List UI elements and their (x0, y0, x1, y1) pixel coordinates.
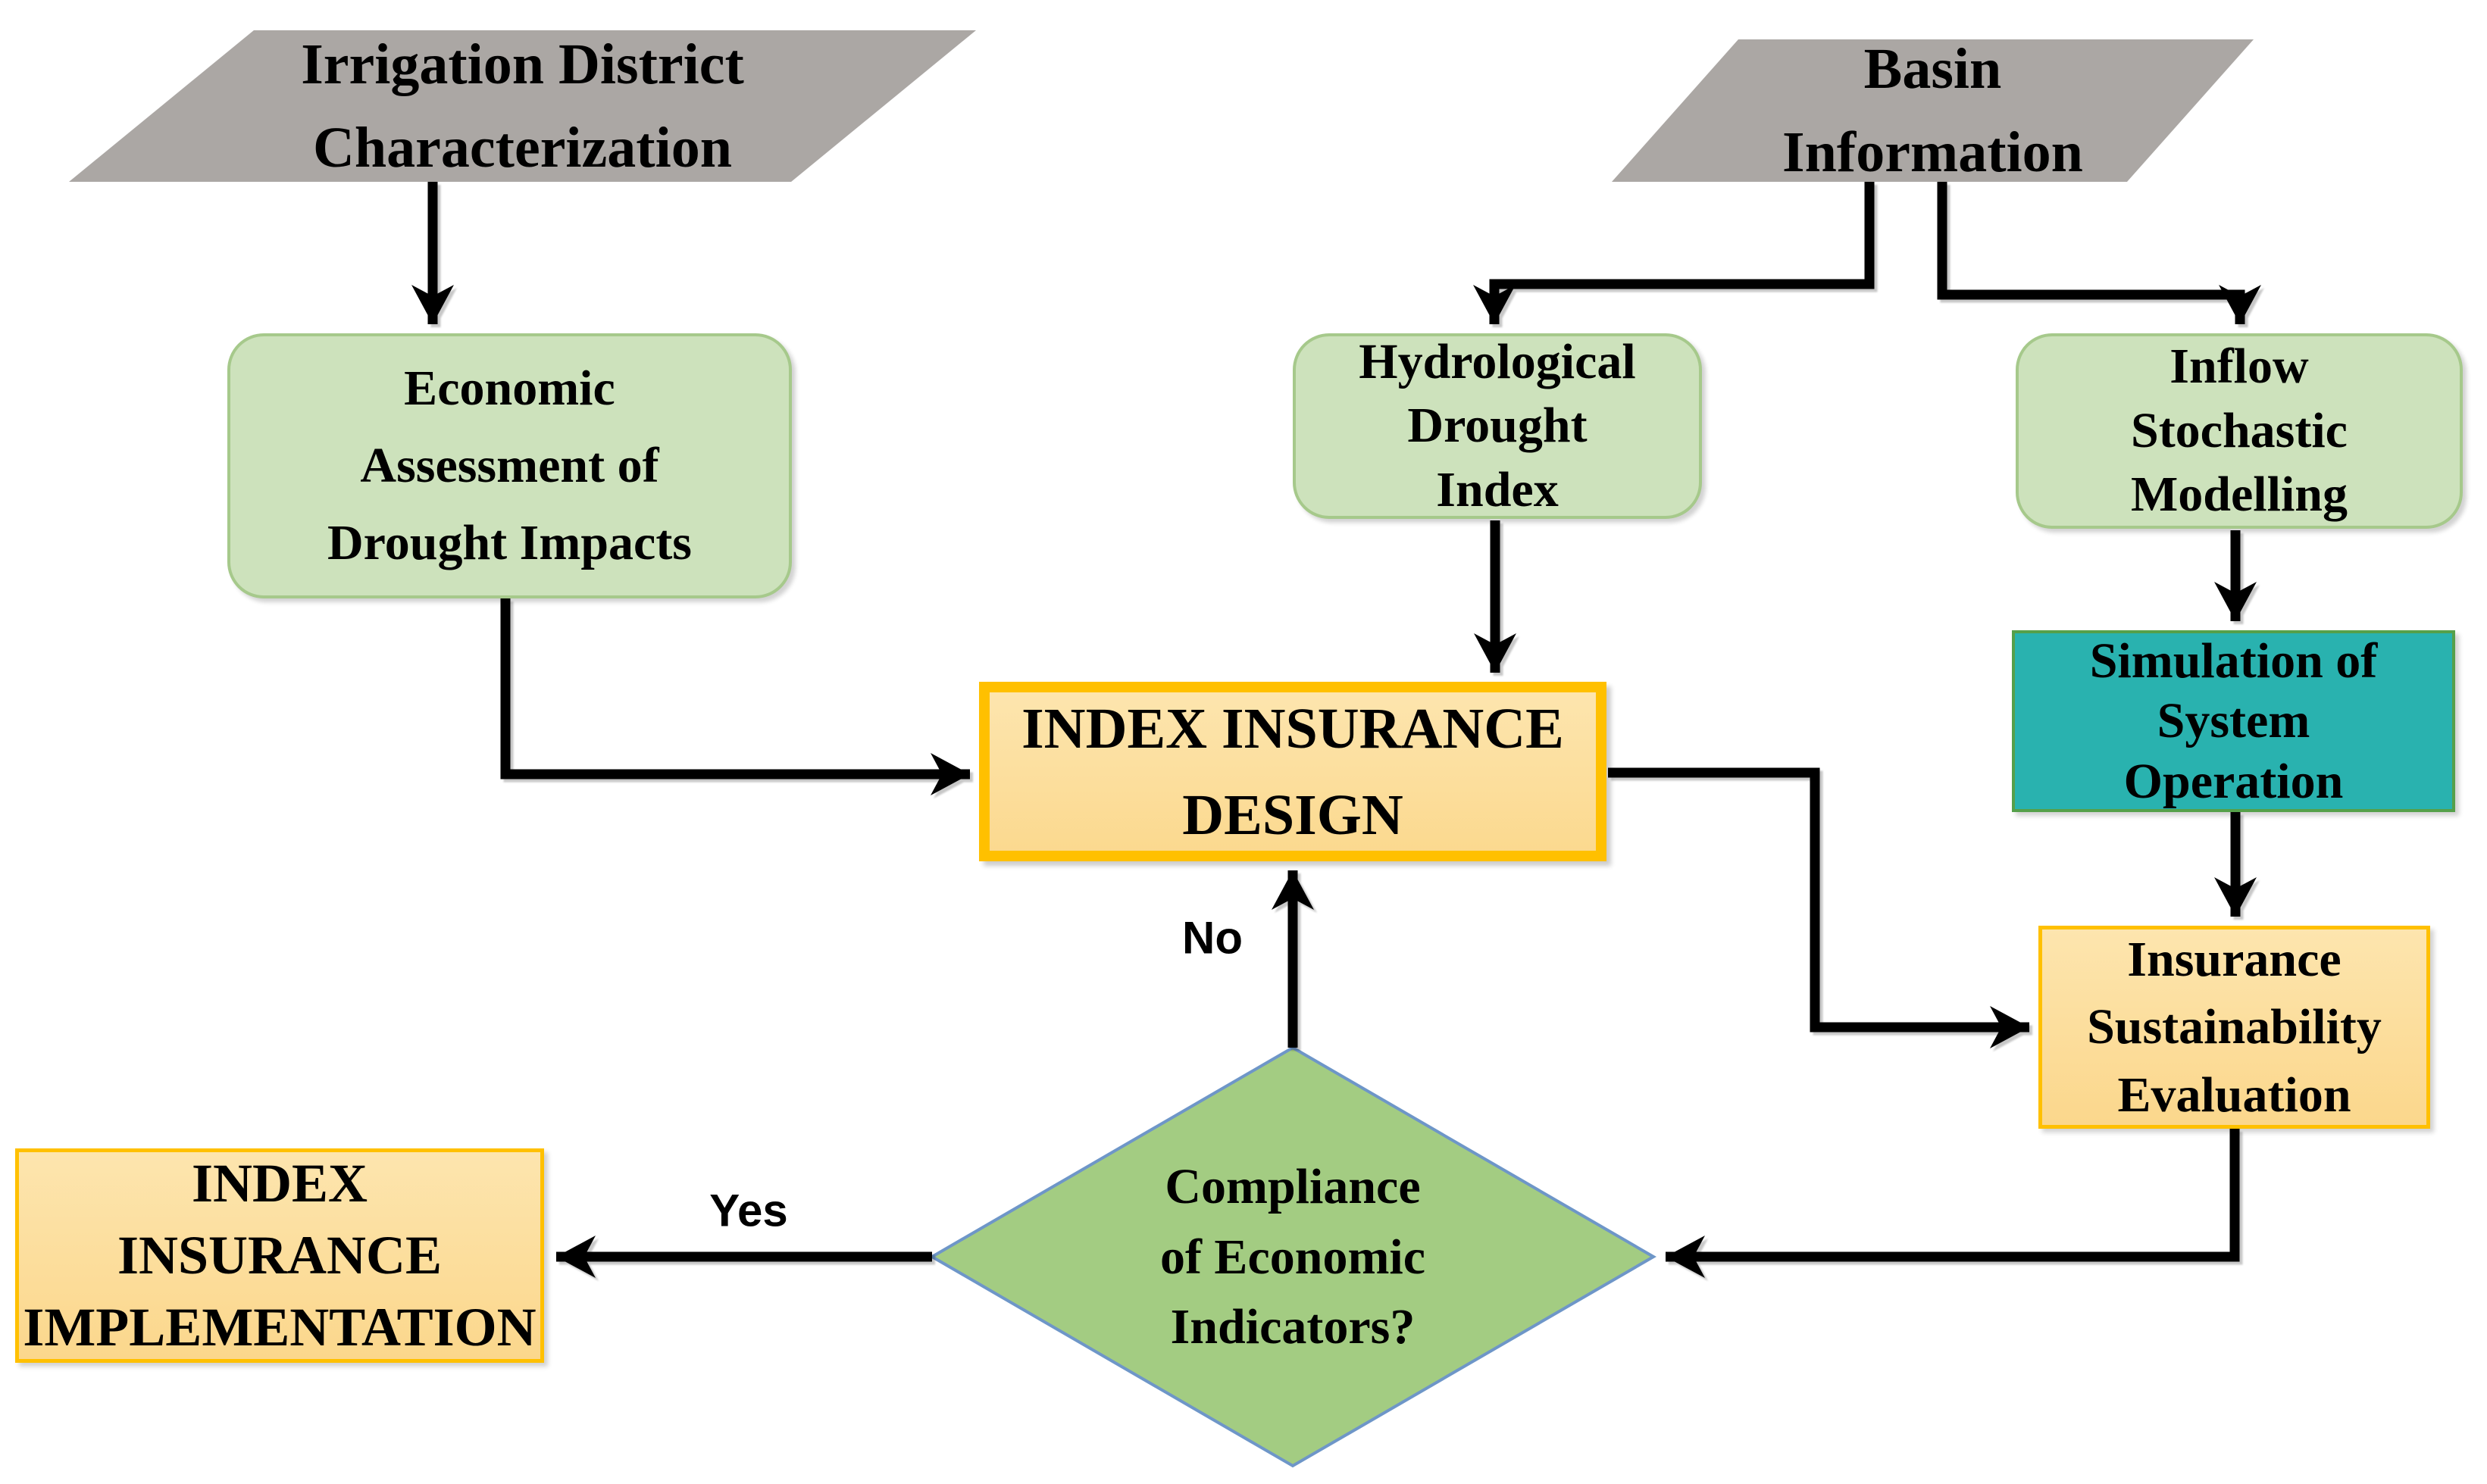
label-line: Modelling (2130, 467, 2348, 523)
label-line: Drought (1407, 398, 1588, 454)
node-label: Hydrological Drought Index (1359, 330, 1635, 522)
label-line: DESIGN (1182, 783, 1403, 847)
label-line: Index (1436, 461, 1559, 517)
node-label: Inflow Stochastic Modelling (2131, 335, 2348, 526)
label-line: Compliance (1165, 1159, 1421, 1215)
label-line: System (2157, 693, 2310, 749)
edge-label-yes: Yes (709, 1185, 788, 1236)
node-index-insurance-implementation: INDEX INSURANCE IMPLEMENTATION (15, 1148, 544, 1363)
node-label: Compliance of Economic Indicators? (1160, 1152, 1425, 1362)
label-line: Evaluation (2117, 1067, 2351, 1123)
node-label: INDEX INSURANCE DESIGN (1021, 686, 1564, 858)
node-label: Simulation of System Operation (2090, 631, 2378, 811)
edge-label-no: No (1182, 912, 1243, 964)
label-line: of Economic (1159, 1229, 1426, 1285)
label-line: Indicators? (1170, 1299, 1416, 1355)
label-line: Hydrological (1359, 333, 1636, 389)
label-line: Insurance (2127, 932, 2342, 988)
node-basin-information: Basin Information (1612, 39, 2254, 182)
label-line: Inflow (2169, 339, 2309, 395)
label-line: Simulation of (2089, 633, 2378, 689)
node-index-insurance-design: INDEX INSURANCE DESIGN (979, 682, 1606, 861)
node-simulation-of-system-operation: Simulation of System Operation (2012, 630, 2455, 812)
label-line: INDEX (191, 1152, 368, 1214)
node-label: INDEX INSURANCE IMPLEMENTATION (23, 1148, 536, 1364)
node-label: Basin Information (1782, 36, 2083, 184)
label-line: Economic (404, 360, 615, 416)
decision-diamond (929, 1045, 1656, 1468)
node-label: Insurance Sustainability Evaluation (2087, 926, 2382, 1128)
label-line: Assessment of (360, 437, 659, 493)
label-line: IMPLEMENTATION (23, 1297, 537, 1358)
label-line: Sustainability (2087, 999, 2382, 1055)
label-line: Information (1782, 120, 2083, 184)
label-line: Irrigation District (301, 32, 744, 96)
label-line: Characterization (313, 116, 732, 180)
node-label: Economic Assessment of Drought Impacts (327, 350, 692, 583)
node-label: Irrigation District Characterization (301, 30, 744, 182)
node-inflow-stochastic-modelling: Inflow Stochastic Modelling (2016, 333, 2463, 529)
label-line: INSURANCE (117, 1224, 443, 1286)
label-line: INDEX INSURANCE (1021, 696, 1564, 761)
label-line: Drought Impacts (327, 515, 692, 571)
node-insurance-sustainability-evaluation: Insurance Sustainability Evaluation (2038, 926, 2430, 1129)
label-line: Stochastic (2131, 402, 2348, 458)
node-compliance-of-economic-indicators: Compliance of Economic Indicators? (1035, 1144, 1550, 1371)
label-line: Operation (2123, 753, 2344, 809)
node-economic-assessment-of-drought-impacts: Economic Assessment of Drought Impacts (227, 333, 792, 598)
label-line: Basin (1863, 36, 2002, 101)
node-hydrological-drought-index: Hydrological Drought Index (1293, 333, 1702, 519)
